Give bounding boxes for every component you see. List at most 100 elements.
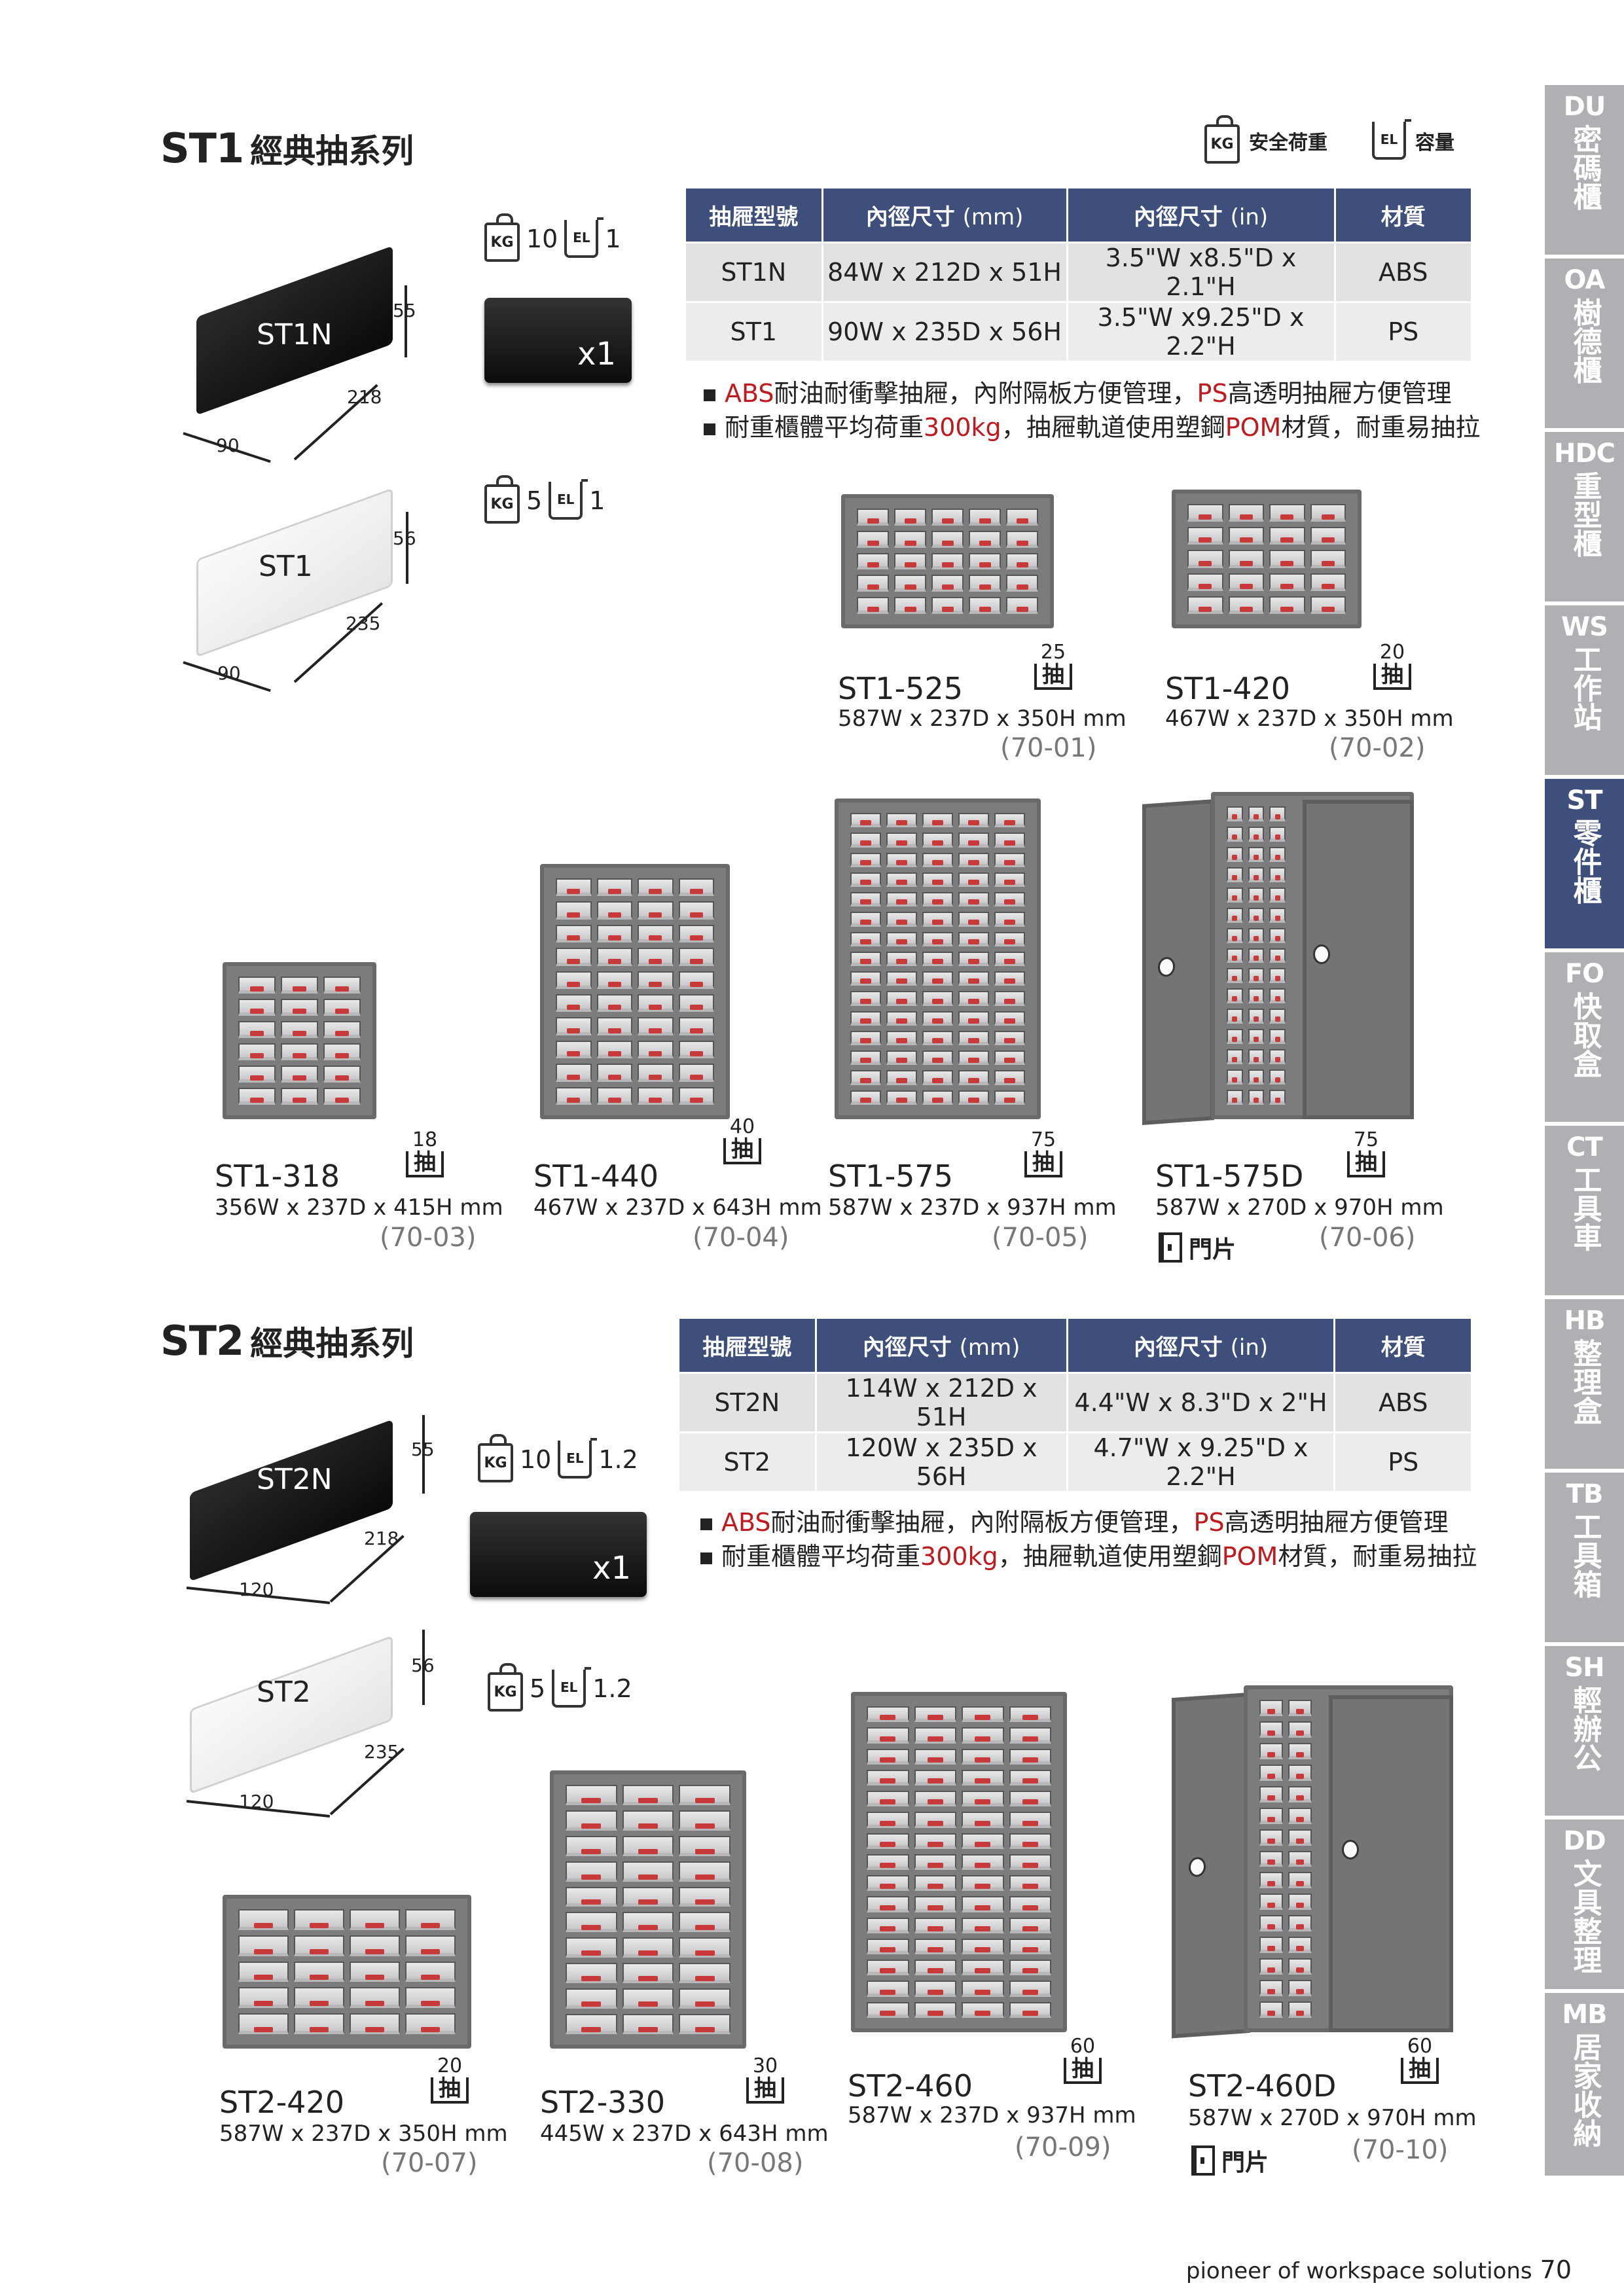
drawer-cell bbox=[1228, 596, 1264, 614]
drawer-cell bbox=[886, 931, 917, 946]
drawer-cell bbox=[914, 1769, 956, 1786]
drawer-cell bbox=[622, 1861, 674, 1882]
drawer-cell bbox=[850, 931, 881, 946]
st2-divider-image: x1 bbox=[470, 1512, 647, 1597]
drawer-cell bbox=[678, 924, 714, 943]
drawer-cell bbox=[294, 1961, 344, 1982]
capacity-icon: EL bbox=[1372, 119, 1411, 160]
drawer-cell bbox=[994, 912, 1025, 927]
st2-spec-table: 抽屜型號 內徑尺寸 (mm) 內徑尺寸 (in) 材質 ST2N 114W x … bbox=[677, 1317, 1473, 1493]
drawer-cell bbox=[1227, 826, 1243, 842]
weight-icon: KG bbox=[1204, 115, 1240, 164]
drawer-cell bbox=[1269, 1029, 1286, 1045]
st2n-capacity: 1.2 bbox=[598, 1445, 638, 1474]
drawer-cell bbox=[350, 1935, 400, 1956]
drawer-cell bbox=[958, 912, 989, 927]
drawer-cell bbox=[962, 1896, 1004, 1912]
drawer-cell bbox=[622, 1937, 674, 1958]
drawer-cell bbox=[850, 1011, 881, 1026]
drawer-cell bbox=[850, 833, 881, 848]
capacity-icon: EL bbox=[564, 217, 604, 258]
feature-line: ABS耐油耐衝擊抽屜，內附隔板方便管理，PS高透明抽屜方便管理 bbox=[704, 376, 1480, 410]
lock-icon bbox=[1342, 1840, 1359, 1859]
drawer-cell bbox=[962, 1769, 1004, 1786]
drawer-cell bbox=[1259, 1764, 1283, 1781]
product-code: (70-09) bbox=[1015, 2132, 1111, 2162]
drawer-cell bbox=[857, 575, 889, 592]
st1n-bin-label: ST1N bbox=[257, 318, 333, 351]
drawer-cell bbox=[1259, 1829, 1283, 1846]
drawer-cell bbox=[886, 912, 917, 927]
drawer-cell bbox=[994, 991, 1025, 1006]
drawer-cell bbox=[638, 878, 674, 897]
drawer-cell bbox=[679, 1963, 731, 1984]
drawer-cell bbox=[1259, 1785, 1283, 1803]
drawer-cell bbox=[238, 1909, 289, 1930]
st1-capacity: 1 bbox=[589, 486, 605, 515]
drawer-cell bbox=[1259, 1980, 1283, 1997]
drawer-cell bbox=[894, 509, 926, 526]
drawer-cell bbox=[922, 813, 953, 828]
drawer-cell bbox=[1248, 1009, 1265, 1024]
drawer-cell bbox=[1187, 550, 1223, 568]
drawer-cell bbox=[556, 878, 592, 897]
drawer-cell bbox=[556, 901, 592, 920]
drawer-cell bbox=[596, 994, 632, 1013]
drawer-cell bbox=[556, 948, 592, 966]
drawer-cell bbox=[1269, 573, 1305, 591]
tab-code: OA bbox=[1564, 265, 1606, 295]
drawer-cell bbox=[867, 1769, 909, 1786]
table-header: 抽屜型號 內徑尺寸 (mm) 內徑尺寸 (in) 材質 bbox=[677, 1317, 1473, 1374]
st2-title: 經典抽系列 bbox=[250, 1325, 414, 1363]
drawer-cell bbox=[596, 948, 632, 966]
drawer-cell bbox=[1269, 948, 1286, 963]
st2-depth: 235 bbox=[364, 1741, 399, 1763]
drawer-cell bbox=[1269, 968, 1286, 984]
drawer-cell bbox=[1248, 927, 1265, 943]
drawer-cell bbox=[1248, 1069, 1265, 1085]
drawer-cell bbox=[1227, 1069, 1243, 1085]
st1-divider-qty: x1 bbox=[577, 336, 616, 372]
drawer-cell bbox=[238, 1987, 289, 2009]
st1-420-image bbox=[1172, 490, 1362, 628]
tab-label: 零件櫃 bbox=[1568, 818, 1602, 905]
weight-icon: KG bbox=[484, 213, 520, 262]
drawer-cell bbox=[1227, 907, 1243, 923]
drawer-cell bbox=[638, 901, 674, 920]
drawer-cell bbox=[994, 872, 1025, 888]
drawer-cell bbox=[1227, 927, 1243, 943]
drawer-cell bbox=[1227, 1090, 1243, 1105]
st2-bin-label: ST2 bbox=[257, 1676, 311, 1709]
drawer-cell bbox=[679, 1937, 731, 1958]
drawer-cell bbox=[850, 991, 881, 1006]
drawer-cell bbox=[922, 1050, 953, 1066]
legend: KG 安全荷重 EL 容量 bbox=[1204, 115, 1454, 164]
drawer-cell bbox=[850, 892, 881, 907]
drawer-cell bbox=[238, 2013, 289, 2034]
drawer-cell bbox=[1187, 596, 1223, 614]
drawer-cell bbox=[405, 1935, 456, 1956]
drawer-cell bbox=[1009, 1938, 1051, 1955]
drawer-cell bbox=[914, 1938, 956, 1955]
cell: ST2 bbox=[677, 1431, 817, 1493]
st1-divider-image: x1 bbox=[484, 298, 632, 383]
drawer-cell bbox=[1269, 887, 1286, 903]
drawer-cell bbox=[867, 1833, 909, 1849]
drawer-cell bbox=[922, 951, 953, 967]
product-dims: 467W x 237D x 350H mm bbox=[1165, 706, 1454, 732]
